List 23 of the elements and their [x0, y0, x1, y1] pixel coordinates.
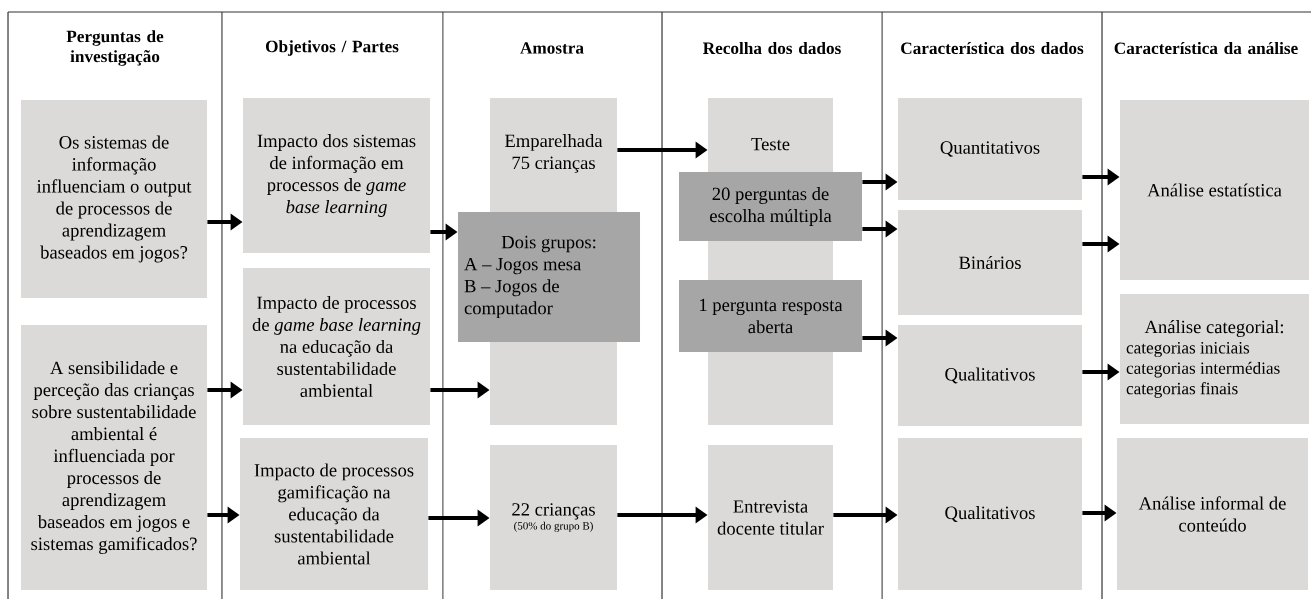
question-box: A sensibilidade e perceção das crianças sobre sustentabilidade ambiental é influenciada por processos de aprendizagem baseados em jogos e sistemas gamificados? [21, 325, 207, 590]
analysis-box: Análise estatística [1120, 100, 1309, 280]
analysis-box: Análise categorial: categorias iniciais categorias intermédias categorias finais [1120, 294, 1309, 424]
sample-box: 22 crianças (50% do grupo B) [490, 445, 617, 590]
group-box: Dois grupos: A – Jogos mesa B – Jogos de computador [458, 212, 640, 342]
objective-box: Impacto de processos de game base learning na educação da sustentabilidade ambiental [243, 268, 430, 425]
objective-box: Impacto dos sistemas de informação em processos de game base learning [243, 98, 430, 253]
data-type-box: Qualitativos [898, 325, 1082, 426]
question-type-box: 20 perguntas de escolha múltipla [679, 172, 862, 241]
column-heading: Recolha dos dados [703, 41, 841, 55]
question-type-box: 1 pergunta resposta aberta [679, 280, 862, 352]
data-type-box: Quantitativos [898, 98, 1082, 200]
data-type-box: Binários [898, 210, 1082, 315]
column-heading: Característica dos dados [901, 41, 1084, 55]
analysis-box: Análise informal de conteúdo [1117, 438, 1308, 590]
column-heading: Amostra [520, 42, 584, 54]
question-box: Os sistemas de informação influenciam o output de processos de aprendizagem baseados em jogos? [21, 100, 207, 298]
column-heading: Objetivos / Partes [266, 40, 399, 56]
column-heading: Perguntas de investigação [66, 30, 164, 66]
objective-box: Impacto de processos gamificação na educação da sustentabilidade ambiental [240, 438, 428, 590]
column-heading: Característica da análise [1114, 41, 1298, 55]
method-box: Entrevista docente titular [708, 445, 833, 590]
data-type-box: Qualitativos [898, 438, 1082, 590]
